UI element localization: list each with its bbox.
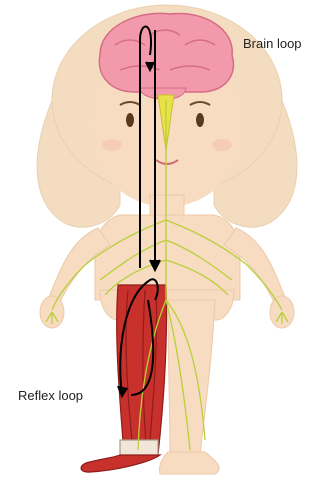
body <box>40 195 294 474</box>
reflex-loop-label: Reflex loop <box>18 388 83 403</box>
right-eye <box>196 113 204 127</box>
brain-loop-label: Brain loop <box>243 36 302 51</box>
muscle-leg <box>81 285 166 472</box>
left-eye <box>126 113 134 127</box>
brain <box>99 13 233 98</box>
